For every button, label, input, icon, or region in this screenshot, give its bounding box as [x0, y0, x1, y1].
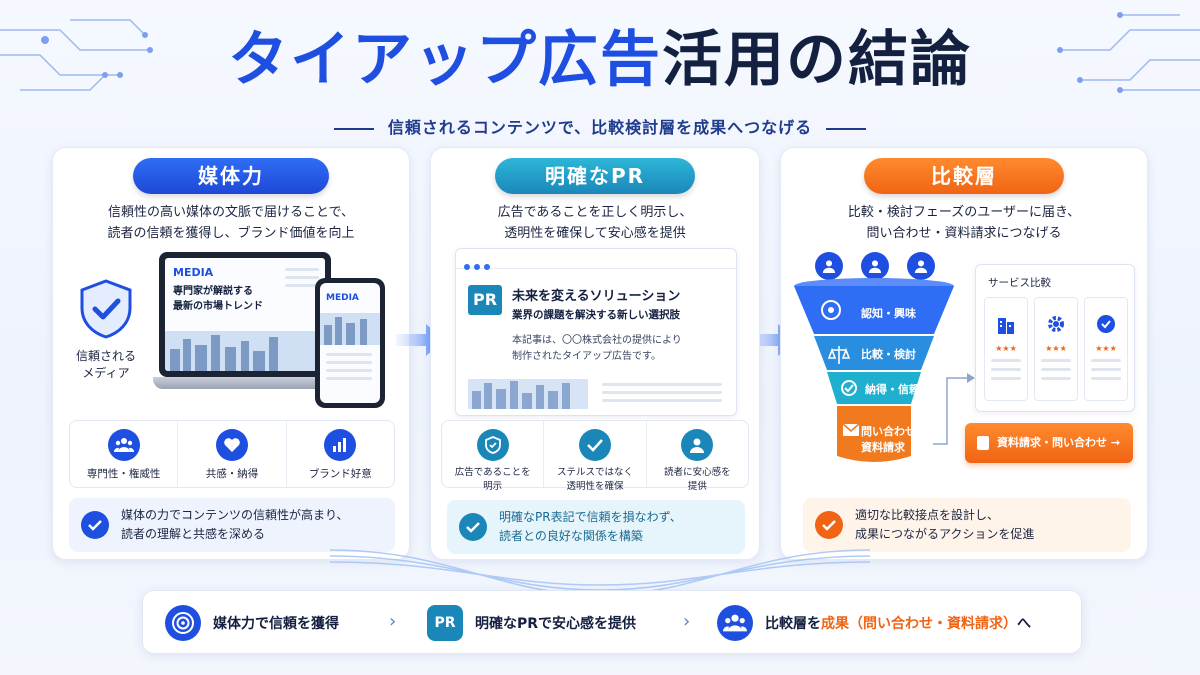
feature-disclosure: 広告であることを明示 — [442, 421, 543, 492]
conversion-funnel — [794, 278, 954, 462]
user-icon — [690, 438, 705, 453]
laptop-illustration: MEDIA 専門家が解説する 最新の市場トレンド — [153, 252, 338, 417]
feature-brand-favor: ブランド好意 — [285, 421, 394, 487]
user-icon — [907, 252, 935, 280]
document-icon — [977, 436, 989, 450]
users-icon — [113, 438, 134, 452]
panel-description: 広告であることを正しく明示し、 透明性を確保して安心感を提供 — [497, 205, 693, 241]
target-icon — [172, 612, 194, 634]
pill-media-power: 媒体力 — [133, 158, 329, 194]
phone-illustration: MEDIA — [315, 278, 385, 408]
check-icon — [466, 522, 480, 533]
summary-item-trust: 媒体力で信頼を獲得 — [165, 605, 339, 641]
phone-media-tag: MEDIA — [326, 293, 359, 303]
panel-note: 媒体の力でコンテンツの信頼性が高まり、読者の理解と共感を深める — [69, 498, 395, 552]
panel-comparison-layer: 比較層 比較・検討フェーズのユーザーに届き、 問い合わせ・資料請求につなげる 認… — [780, 147, 1148, 560]
feature-row: 広告であることを明示 ステルスではなく透明性を確保 読者に安心感を提供 — [441, 420, 749, 492]
arrow-up-right-icon — [933, 373, 975, 445]
desc-line: 信頼性の高い媒体の文脈で届けることで、 — [107, 205, 355, 220]
city-skyline-image — [165, 331, 325, 371]
funnel-stage-conversion: 問い合わせ資料請求 — [861, 425, 916, 454]
summary-bar: 媒体力で信頼を獲得 › PR 明確なPRで安心感を提供 › 比較層を成果（問い合… — [142, 590, 1082, 654]
user-icon — [815, 252, 843, 280]
feature-empathy: 共感・納得 — [177, 421, 285, 487]
article-mockup: PR 未来を変えるソリューション 業界の課題を解決する新しい選択肢 本記事は、〇… — [455, 248, 737, 416]
panel-clear-pr: 明確なPR 広告であることを正しく明示し、 透明性を確保して安心感を提供 PR … — [430, 147, 760, 560]
feature-transparency: ステルスではなく透明性を確保 — [543, 421, 645, 492]
funnel-stage-trust: 納得・信頼 — [865, 383, 920, 396]
service-comparison-box: サービス比較 ★★★ ★★★ ★★★ — [975, 264, 1135, 412]
users-icon — [723, 614, 747, 632]
user-icons — [815, 252, 935, 280]
rating-stars: ★★★ — [995, 344, 1017, 353]
laptop-media-tag: MEDIA — [173, 266, 214, 279]
trusted-media-block: 信頼される メディア — [61, 278, 151, 382]
building-icon — [998, 318, 1014, 334]
request-materials-button[interactable]: 資料請求・問い合わせ → — [965, 423, 1133, 463]
rating-stars: ★★★ — [1045, 344, 1067, 353]
page-title: タイアップ広告活用の結論 — [0, 18, 1200, 102]
comparison-card: ★★★ — [1034, 297, 1078, 401]
bar-chart-icon — [333, 438, 347, 452]
user-icon — [861, 252, 889, 280]
subtitle-text: 信頼されるコンテンツで、比較検討層を成果へつなげる — [387, 118, 813, 137]
pill-comparison-layer: 比較層 — [864, 158, 1064, 194]
check-icon — [88, 520, 102, 531]
shield-label: 信頼される — [75, 349, 136, 363]
shield-check-icon — [484, 436, 501, 454]
comparison-card: ★★★ — [984, 297, 1028, 401]
pr-badge: PR — [427, 605, 463, 641]
shield-label: メディア — [82, 366, 130, 380]
check-icon — [587, 439, 603, 452]
check-icon — [822, 520, 836, 531]
shield-check-icon — [80, 279, 132, 339]
phone-city-image — [320, 313, 380, 345]
article-subtitle: 業界の課題を解決する新しい選択肢 — [512, 309, 680, 321]
funnel-stage-comparison: 比較・検討 — [861, 348, 916, 361]
pill-clear-pr: 明確なPR — [495, 158, 695, 194]
panel-description: 比較・検討フェーズのユーザーに届き、 問い合わせ・資料請求につなげる — [847, 205, 1081, 241]
feature-reassurance: 読者に安心感を提供 — [645, 421, 748, 492]
page-subtitle: 信頼されるコンテンツで、比較検討層を成果へつなげる — [0, 114, 1200, 138]
summary-item-conversion: 比較層を成果（問い合わせ・資料請求）へ — [717, 605, 1031, 641]
article-body: 本記事は、〇〇株式会社の提供により 制作されたタイアップ広告です。 — [512, 335, 682, 362]
article-city-image — [468, 379, 588, 409]
laptop-headline: 専門家が解説する 最新の市場トレンド — [173, 286, 263, 312]
panel-note: 明確なPR表記で信頼を損なわず、読者との良好な関係を構築 — [447, 500, 745, 554]
panel-note: 適切な比較接点を設計し、成果につながるアクションを促進 — [803, 498, 1131, 552]
circuit-decoration-left — [0, 19, 153, 91]
badge-check-icon — [1097, 315, 1115, 333]
feature-expertise: 専門性・権威性 — [70, 421, 177, 487]
gear-icon — [1048, 316, 1064, 332]
rating-stars: ★★★ — [1095, 344, 1117, 353]
panel-description: 信頼性の高い媒体の文脈で届けることで、 読者の信頼を獲得し、ブランド価値を向上 — [53, 202, 409, 244]
title-dark: 活用の結論 — [662, 25, 972, 95]
summary-item-pr: PR 明確なPRで安心感を提供 — [427, 605, 636, 641]
compare-title: サービス比較 — [988, 277, 1051, 289]
comparison-card: ★★★ — [1084, 297, 1128, 401]
desc-line: 読者の信頼を獲得し、ブランド価値を向上 — [107, 226, 355, 241]
chevron-right-icon: › — [683, 611, 691, 632]
article-title: 未来を変えるソリューション — [512, 289, 681, 304]
heart-icon — [224, 438, 240, 452]
circuit-decoration-right — [1057, 12, 1200, 93]
chevron-right-icon: › — [389, 611, 397, 632]
pr-badge: PR — [468, 285, 502, 315]
title-blue: タイアップ広告 — [228, 25, 662, 95]
funnel-stage-awareness: 認知・興味 — [861, 307, 916, 320]
panel-media-power: 媒体力 信頼性の高い媒体の文脈で届けることで、 読者の信頼を獲得し、ブランド価値… — [52, 147, 410, 560]
feature-row: 専門性・権威性 共感・納得 ブランド好意 — [69, 420, 395, 488]
